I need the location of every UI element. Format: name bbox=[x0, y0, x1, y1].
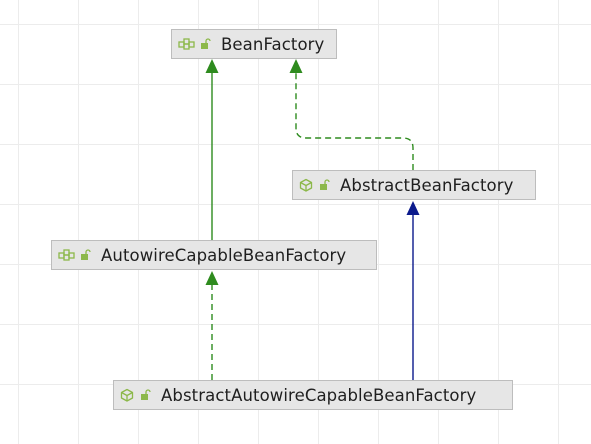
arrowhead-acbf bbox=[205, 271, 219, 285]
abstract-class-icon bbox=[120, 388, 134, 402]
unlock-icon bbox=[320, 179, 330, 190]
arrowhead-beanfactory-left bbox=[205, 59, 219, 73]
arrowhead-abf bbox=[406, 201, 420, 215]
node-autowirecapablebeanfactory[interactable]: AutowireCapableBeanFactory bbox=[51, 240, 377, 270]
abstract-class-icon bbox=[299, 178, 313, 192]
edge-abf-to-beanfactory bbox=[295, 72, 414, 170]
node-label: AbstractAutowireCapableBeanFactory bbox=[161, 385, 477, 405]
node-abstractbeanfactory[interactable]: AbstractBeanFactory bbox=[292, 170, 536, 200]
node-label: AbstractBeanFactory bbox=[340, 175, 514, 195]
interface-icon bbox=[178, 38, 195, 50]
node-label: AutowireCapableBeanFactory bbox=[101, 245, 347, 265]
node-label: BeanFactory bbox=[221, 34, 325, 54]
node-beanfactory[interactable]: BeanFactory bbox=[171, 29, 337, 59]
unlock-icon bbox=[81, 249, 91, 260]
arrowhead-beanfactory-right bbox=[289, 59, 303, 73]
interface-icon bbox=[58, 249, 75, 261]
node-abstractautowirecapablebeanfactory[interactable]: AbstractAutowireCapableBeanFactory bbox=[113, 380, 513, 410]
unlock-icon bbox=[141, 389, 151, 400]
unlock-icon bbox=[201, 38, 211, 49]
